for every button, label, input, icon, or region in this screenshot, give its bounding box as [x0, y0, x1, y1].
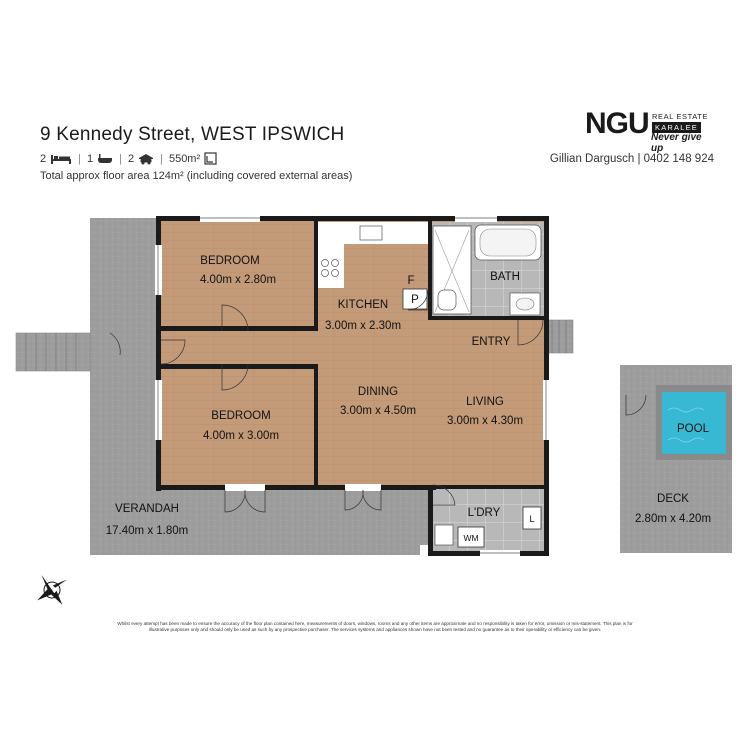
linen-box	[522, 506, 542, 530]
entry-label: ENTRY	[472, 336, 511, 348]
dining-label: DINING	[358, 386, 398, 398]
washer-box	[457, 526, 485, 548]
openings	[155, 215, 550, 557]
logo-slogan: Never give up	[651, 132, 702, 154]
side-steps	[15, 332, 91, 372]
linen-label: L	[529, 514, 534, 524]
bathtub-inner	[479, 228, 537, 257]
cars-count: 2	[127, 152, 135, 165]
property-address: 9 Kennedy Street, WEST IPSWICH	[40, 124, 345, 145]
bed-icon	[51, 155, 72, 164]
stats-separator: |	[119, 152, 122, 165]
side-steps-treads	[25, 333, 77, 371]
dining-size: 3.00m x 4.50m	[340, 405, 416, 417]
property-stats: 2 | 1 | 2 | 550m²	[40, 152, 217, 165]
kitchen-cooktop-bench	[318, 244, 344, 288]
land-size: 550m²	[168, 152, 201, 165]
bedroom2-label: BEDROOM	[211, 410, 270, 422]
stats-separator: |	[78, 152, 81, 165]
pool-water	[662, 392, 726, 454]
agent-contact: Gillian Dargusch | 0402 148 924	[549, 153, 714, 165]
basin	[515, 297, 535, 311]
beds-count: 2	[40, 152, 47, 165]
living-label: LIVING	[466, 396, 504, 408]
living-size: 3.00m x 4.30m	[447, 415, 523, 427]
pool-label: POOL	[677, 423, 710, 435]
window-frames	[157, 217, 547, 554]
verandah-size: 17.40m x 1.80m	[106, 525, 188, 537]
fridge-label: F	[407, 275, 414, 287]
bedroom2-size: 4.00m x 3.00m	[203, 430, 279, 442]
entry-steps-treads	[551, 320, 567, 353]
laundry-label: L'DRY	[468, 507, 501, 519]
verandah-strip	[160, 487, 432, 545]
pool-gate	[625, 394, 647, 416]
floor-area-note: Total approx floor area 124m² (including…	[40, 170, 353, 182]
laundry-tub	[434, 524, 454, 546]
stats-separator: |	[160, 152, 163, 165]
compass-icon	[37, 575, 67, 605]
logo-brand: NGU	[585, 107, 650, 140]
logo-real-estate: REAL ESTATE	[652, 112, 709, 121]
deck-label: DECK	[657, 493, 689, 505]
toilet	[437, 289, 457, 311]
car-icon	[139, 153, 154, 164]
verandah-label: VERANDAH	[115, 503, 179, 515]
disclaimer-text: Whilst every attempt has been made to en…	[117, 621, 633, 632]
kitchen-sink	[359, 225, 383, 241]
deck-size: 2.80m x 4.20m	[635, 513, 711, 525]
land-icon	[204, 152, 217, 165]
cooktop	[321, 259, 339, 277]
agency-logo: NGU REAL ESTATE KARALEE Never give up	[585, 107, 715, 155]
bedroom1-size: 4.00m x 2.80m	[200, 274, 276, 286]
baths-count: 1	[86, 152, 94, 165]
bath-icon	[98, 154, 113, 163]
kitchen-label: KITCHEN	[338, 299, 388, 311]
bedroom1-label: BEDROOM	[200, 255, 259, 267]
kitchen-size: 3.00m x 2.30m	[325, 320, 401, 332]
door-swings	[109, 289, 544, 513]
washer-label: WM	[463, 533, 478, 543]
bath-label: BATH	[490, 271, 520, 283]
pool-ripples	[667, 407, 705, 443]
logo-office: KARALEE	[652, 122, 701, 133]
pantry-label: P	[411, 294, 419, 306]
